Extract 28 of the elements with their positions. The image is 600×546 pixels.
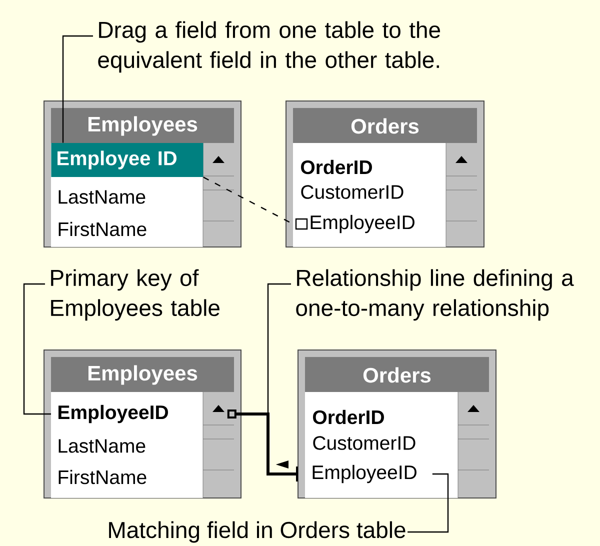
field-name: CustomerID: [313, 436, 416, 450]
relationship-line: [227, 410, 298, 482]
key-field: OrderID: [313, 410, 384, 424]
table-title: Employees: [88, 365, 198, 385]
table-title: Employees: [88, 116, 198, 136]
table-window: [298, 350, 496, 498]
key-field: OrderID: [301, 160, 372, 174]
table-window: [44, 350, 242, 498]
selected-field: Employee ID: [51, 143, 204, 177]
field-name: EmployeeID: [312, 464, 416, 484]
leader-line: [23, 283, 51, 415]
callout-text: Relationship line defining a one-to-many relationship: [296, 269, 574, 321]
callout-text: Drag a field from one table to the equivalent field in the other table.: [98, 21, 440, 73]
table-title: Orders: [363, 367, 431, 383]
table-title: Orders: [351, 118, 419, 134]
field-name: LastName: [58, 439, 146, 453]
field-name: CustomerID: [301, 185, 404, 199]
table-window: [286, 100, 484, 248]
leader-line: [62, 35, 93, 143]
field-name: EmployeeID: [310, 214, 414, 234]
key-field: EmployeeID: [58, 404, 168, 424]
field-name: LastName: [58, 190, 146, 204]
field-name: FirstName: [58, 222, 146, 236]
leader-line: [408, 473, 449, 533]
leader-line: [267, 283, 291, 440]
callout-text: Matching field in Orders table: [109, 521, 406, 543]
field-name: FirstName: [58, 470, 146, 484]
callout-text: Primary key of Employees table: [51, 269, 220, 321]
